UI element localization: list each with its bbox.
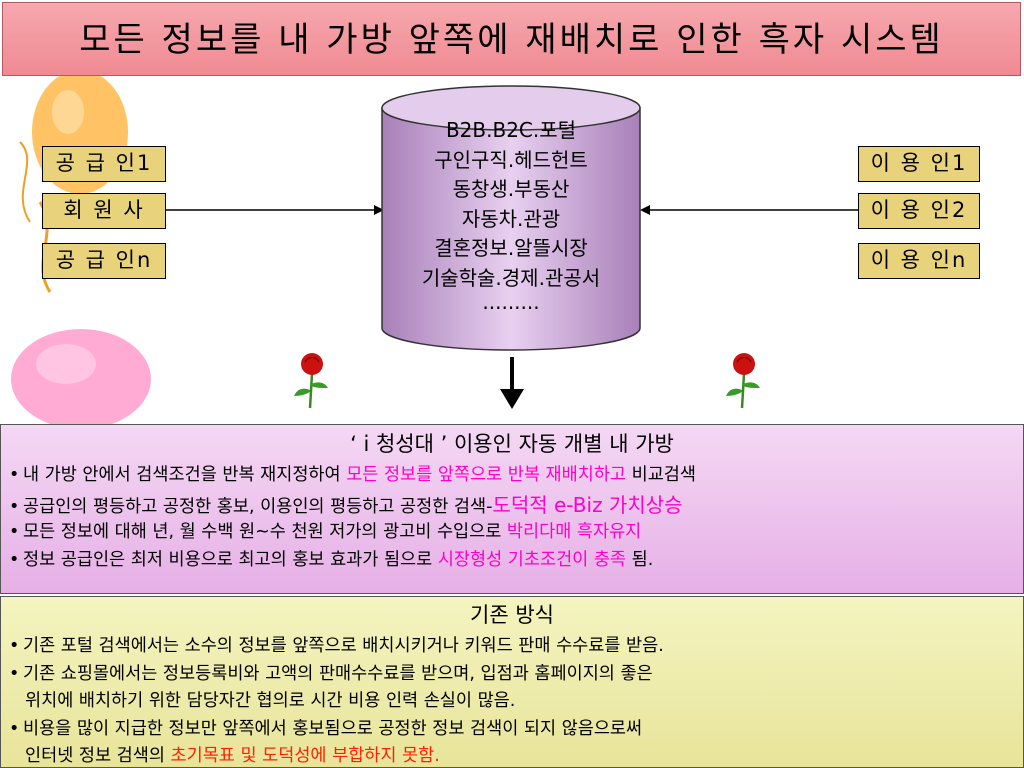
db-line: 기술학술.경제.관공서 <box>421 265 601 290</box>
rose-icon <box>294 353 328 409</box>
list-item: •정보 공급인은 최저 비용으로 최고의 홍보 효과가 됨으로 시장형성 기초조… <box>9 550 654 570</box>
supplier-box-n: 공 급 인n <box>42 243 166 279</box>
database-cylinder-icon <box>381 85 641 351</box>
db-line: 동창생.부동산 <box>452 177 570 201</box>
list-item: •내 가방 안에서 검색조건을 반복 재지정하여 모든 정보를 앞쪽으로 반복 … <box>9 465 697 485</box>
database-label: B2B.B2C.포털 구인구직.헤드헌트 동창생.부동산 자동차.관광 결혼정보… <box>380 116 642 314</box>
supplier-box-member: 회 원 사 <box>42 193 166 229</box>
supplier-box-1: 공 급 인1 <box>42 146 166 182</box>
list-item: •기존 포털 검색에서는 소수의 정보를 앞쪽으로 배치시키거나 키워드 판매 … <box>9 636 664 656</box>
balloon-pink-icon <box>11 329 151 424</box>
list-item: •공급인의 평등하고 공정한 홍보, 이용인의 평등하고 공정한 검색-도덕적 … <box>9 493 683 517</box>
old-system-panel: 기존 방식 •기존 포털 검색에서는 소수의 정보를 앞쪽으로 배치시키거나 키… <box>0 596 1024 768</box>
user-box-n: 이 용 인n <box>858 243 980 279</box>
list-item-continuation: 위치에 배치하기 위한 담당자간 협의로 시간 비용 인력 손실이 많음. <box>25 691 516 711</box>
user-box-1: 이 용 인1 <box>858 146 980 182</box>
rose-icon <box>726 353 760 409</box>
user-box-2: 이 용 인2 <box>858 193 980 229</box>
old-system-title: 기존 방식 <box>470 603 554 627</box>
page-title: 모든 정보를 내 가방 앞쪽에 재배치로 인한 흑자 시스템 <box>79 20 944 60</box>
db-line: 결혼정보.알뜰시장 <box>434 236 588 260</box>
arrow-right-icon <box>166 205 384 215</box>
arrow-left-icon <box>640 205 858 215</box>
db-line: 구인구직.헤드헌트 <box>434 147 588 172</box>
db-line: 자동차.관광 <box>461 206 561 231</box>
list-item: •기존 쇼핑몰에서는 정보등록비와 고액의 판매수수료를 받으며, 입점과 홈페… <box>9 664 653 684</box>
db-line: ......... <box>482 290 540 314</box>
list-item: •모든 정보에 대해 년, 월 수백 원~수 천원 저가의 광고비 수입으로 박… <box>9 522 642 542</box>
new-system-panel: ‘ i 청성대 ’ 이용인 자동 개별 내 가방 •내 가방 안에서 검색조건을… <box>0 424 1024 594</box>
title-bar: 모든 정보를 내 가방 앞쪽에 재배치로 인한 흑자 시스템 <box>2 2 1021 76</box>
db-line: B2B.B2C.포털 <box>445 118 577 142</box>
list-item: •비용을 많이 지급한 정보만 앞쪽에서 홍보됨으로 공정한 정보 검색이 되지… <box>9 719 643 739</box>
arrow-down-icon <box>500 357 524 409</box>
list-item-continuation: 인터넷 정보 검색의 초기목표 및 도덕성에 부합하지 못함. <box>25 746 440 766</box>
new-system-title: ‘ i 청성대 ’ 이용인 자동 개별 내 가방 <box>350 432 674 456</box>
